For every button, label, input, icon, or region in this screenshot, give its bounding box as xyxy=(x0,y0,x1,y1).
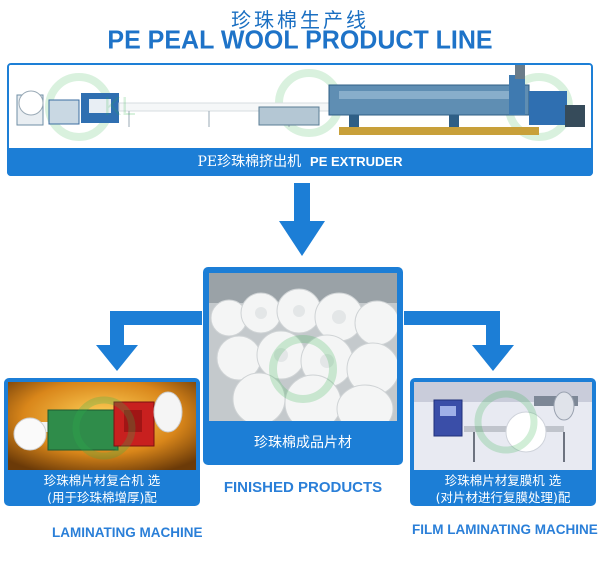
laminating-photo xyxy=(8,382,196,470)
title-chinese: 珍珠棉生产线 xyxy=(231,8,369,32)
title-english: PE PEAL WOOL PRODUCT LINE xyxy=(107,25,493,55)
extruder-caption-cn: PE珍珠棉挤出机 xyxy=(197,154,302,170)
laminating-caption-line1: 珍珠棉片材复合机 选 xyxy=(43,473,161,488)
extruder-caption-en: PE EXTRUDER xyxy=(310,154,403,169)
finished-caption: 珍珠棉成品片材 xyxy=(254,435,352,451)
film-laminating-caption: 珍珠棉片材复膜机 选 (对片材进行复膜处理)配 xyxy=(410,472,596,506)
laminating-label: LAMINATING MACHINE xyxy=(52,525,203,540)
svg-text:KL: KL xyxy=(104,91,136,121)
watermark-logo-icon xyxy=(72,396,136,460)
film-laminating-machine-image xyxy=(414,382,592,470)
film-laminating-caption-line2: (对片材进行复膜处理)配 xyxy=(435,490,571,505)
film-laminating-photo xyxy=(414,382,592,470)
arrow-left-elbow-icon xyxy=(96,311,202,371)
extruder-panel: KL xyxy=(7,63,593,176)
watermark-logo-icon xyxy=(474,390,538,454)
film-laminating-caption-line1: 珍珠棉片材复膜机 选 xyxy=(444,473,562,488)
watermark-logo-icon xyxy=(269,335,337,403)
finished-photo xyxy=(209,273,397,421)
laminating-machine-image xyxy=(8,382,196,470)
finished-label: FINISHED PRODUCTS xyxy=(223,479,383,496)
arrow-down-icon xyxy=(279,183,325,256)
extruder-caption: PE珍珠棉挤出机 PE EXTRUDER xyxy=(7,148,593,176)
extruder-illustration: KL xyxy=(9,65,591,149)
foam-rolls-image xyxy=(209,273,397,421)
laminating-caption: 珍珠棉片材复合机 选 (用于珍珠棉增厚)配 xyxy=(4,472,200,506)
arrow-right-elbow-icon xyxy=(404,311,514,371)
laminating-caption-line2: (用于珍珠棉增厚)配 xyxy=(47,490,157,505)
film-laminating-label: FILM LAMINATING MACHINE xyxy=(412,522,598,537)
